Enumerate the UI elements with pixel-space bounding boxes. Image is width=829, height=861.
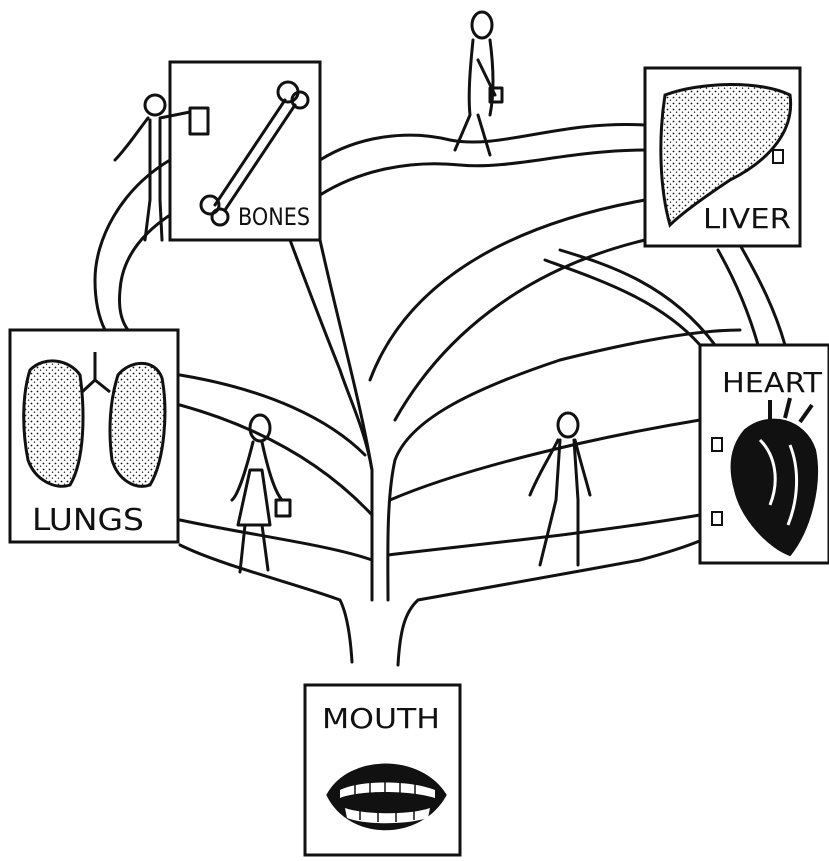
- walking-person-icon: [530, 413, 590, 565]
- trunk-right-edge: [398, 540, 702, 665]
- branch-lungs-lower: [180, 520, 372, 560]
- lungs-label: LUNGS: [32, 503, 144, 538]
- liver-card: LIVER: [645, 68, 800, 246]
- lungs-card: LUNGS: [10, 330, 178, 542]
- arc-top-inner: [320, 150, 645, 195]
- branch-liver-upper: [370, 200, 645, 380]
- branch-bones-left: [290, 240, 340, 370]
- heart-card: HEART: [700, 345, 829, 563]
- branch-heart-upper: [390, 420, 700, 500]
- branch-bones-right: [320, 240, 372, 470]
- trunk-inner-left: [340, 370, 372, 600]
- heart-label: HEART: [722, 366, 823, 399]
- walking-person-icon: [455, 12, 502, 155]
- mouth-label: MOUTH: [322, 702, 440, 735]
- arc-liver-heart-outer: [740, 245, 785, 345]
- bones-label: BONES: [238, 203, 310, 231]
- mouth-card: MOUTH: [305, 685, 460, 855]
- trunk-inner-right: [388, 330, 740, 600]
- walking-person-icon: [232, 415, 290, 572]
- bones-card: BONES: [170, 62, 320, 240]
- liver-label: LIVER: [703, 202, 791, 235]
